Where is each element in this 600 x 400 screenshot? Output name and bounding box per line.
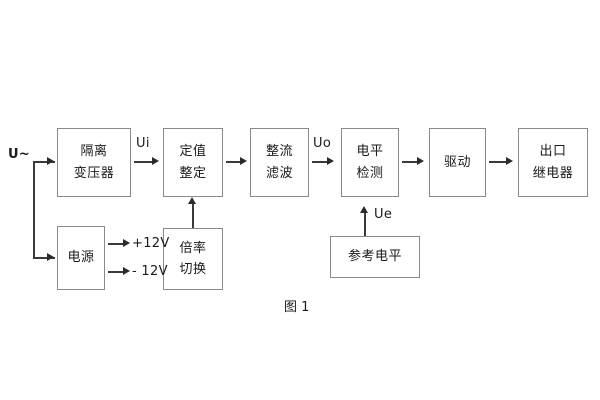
connector-level-to-drive: [402, 161, 420, 163]
connector-reference-to-level-arrowhead-icon: [360, 206, 368, 213]
rail-positive-line: [108, 243, 126, 245]
block-label-line: 出口: [539, 144, 567, 160]
connector-reference-to-level: [364, 212, 366, 236]
block-drive: 驱动: [429, 128, 486, 197]
connector-rectify-to-level: [312, 161, 330, 163]
block-label-line: 滤波: [265, 165, 293, 181]
input-feed-top-arrowhead-icon: [47, 157, 54, 165]
block-label-line: 定值: [179, 144, 207, 160]
connector-setting-to-rectify: [226, 161, 243, 163]
block-label-line: 整流: [265, 144, 293, 160]
uo-signal-label: Uo: [313, 136, 332, 151]
block-label-line: 检测: [356, 165, 384, 181]
input-trunk-line: [33, 161, 35, 258]
block-label-line: 电平: [356, 144, 384, 160]
rail-positive-arrowhead-icon: [123, 239, 130, 247]
block-rectify-filter: 整流 滤波: [250, 128, 309, 197]
ui-signal-label: Ui: [136, 136, 150, 151]
connector-drive-to-relay: [489, 161, 509, 163]
connector-transformer-to-setting: [134, 161, 154, 163]
connector-transformer-to-setting-arrowhead-icon: [152, 157, 159, 165]
block-label-line: 继电器: [532, 165, 574, 181]
block-isolation-transformer: 隔离 变压器: [57, 128, 131, 197]
input-source-label: U~: [8, 147, 31, 162]
block-level-detect: 电平 检测: [341, 128, 399, 197]
connector-drive-to-relay-arrowhead-icon: [506, 157, 513, 165]
connector-multiplier-to-setting: [192, 203, 194, 228]
block-multiplier-switch: 倍率 切换: [163, 228, 223, 290]
block-label-line: 切换: [179, 262, 207, 277]
figure-caption: 图 1: [284, 300, 310, 315]
rail-negative-arrowhead-icon: [123, 267, 130, 275]
block-setting-value: 定值 整定: [163, 128, 223, 197]
connector-setting-to-rectify-arrowhead-icon: [240, 157, 247, 165]
block-output-relay: 出口 继电器: [518, 128, 588, 197]
connector-multiplier-to-setting-arrowhead-icon: [188, 197, 196, 204]
rail-negative-line: [108, 271, 126, 273]
block-label-line: 隔离: [80, 144, 108, 160]
block-label-line: 整定: [179, 165, 207, 181]
block-label-line: 倍率: [179, 240, 207, 256]
input-feed-bottom-arrowhead-icon: [47, 253, 54, 261]
ue-signal-label: Ue: [374, 207, 393, 222]
rail-negative-label: - 12V: [132, 264, 168, 279]
block-power-supply: 电源: [57, 226, 105, 290]
connector-rectify-to-level-arrowhead-icon: [327, 157, 334, 165]
rail-positive-label: +12V: [132, 236, 170, 251]
block-label-line: 驱动: [443, 154, 471, 170]
input-feed-bottom-line: [33, 257, 55, 259]
block-label-line: 变压器: [73, 165, 115, 181]
connector-level-to-drive-arrowhead-icon: [417, 157, 424, 165]
block-label-line: 电源: [67, 250, 95, 266]
input-feed-top-line: [33, 161, 55, 163]
block-label-line: 参考电平: [347, 249, 402, 265]
block-reference-level: 参考电平: [330, 236, 420, 278]
